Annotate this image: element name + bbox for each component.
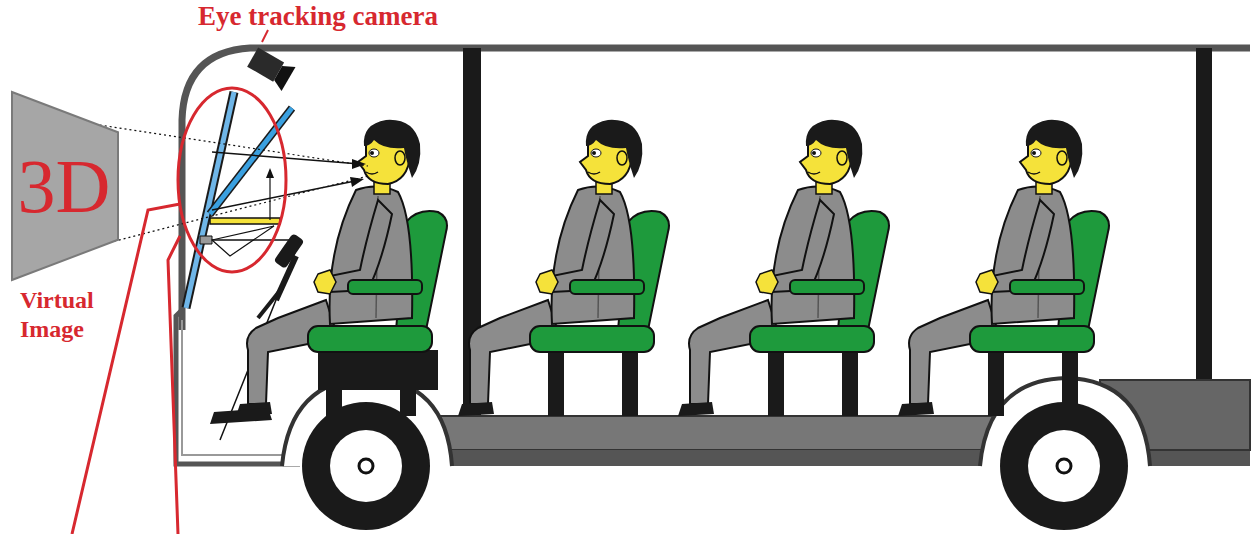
part-label: Eye tracking camera (198, 2, 438, 32)
image-caption: Virtual Image (8, 286, 110, 344)
virtual-image: 3DVirtual Image (8, 90, 120, 344)
image-text: 3D (8, 90, 120, 282)
